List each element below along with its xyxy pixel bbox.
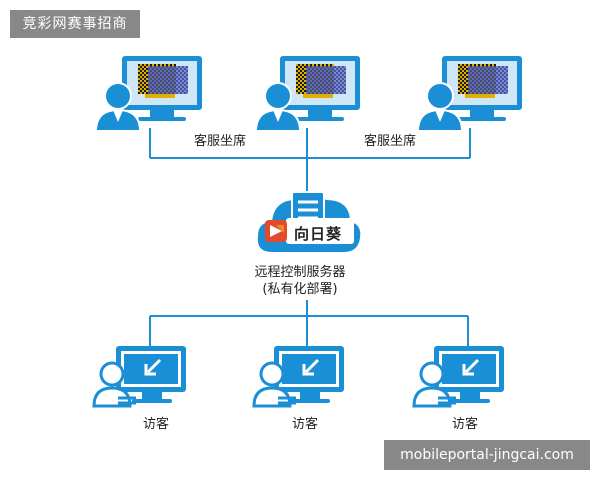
visitor-label-2: 访客 (291, 417, 318, 432)
bottom-connectors (149, 300, 469, 355)
watermark-bottom-banner: mobileportal-jingcai.com (384, 440, 590, 470)
visitor-person-3-icon (412, 361, 456, 408)
server-label-line1: 远程控制服务器 (254, 265, 346, 280)
top-connectors (149, 128, 471, 192)
watermark-top-banner: 竞彩网赛事招商 (10, 10, 140, 38)
visitor-person-1-icon (92, 361, 136, 408)
visitor-workstation-1 (92, 346, 186, 408)
agent-person-2-icon (254, 82, 302, 132)
visitor-person-2-icon (252, 361, 296, 408)
sunflower-logo-icon (265, 220, 287, 242)
agent-label-left: 客服坐席 (193, 134, 246, 149)
visitor-label-3: 访客 (451, 417, 478, 432)
agent-label-right: 客服坐席 (363, 134, 416, 149)
agent-person-1-icon (94, 82, 142, 132)
visitor-workstation-3 (412, 346, 504, 408)
server-brand-label: 向日葵 (294, 225, 343, 243)
agent-workstation-2 (254, 56, 360, 132)
agent-workstation-3 (416, 56, 522, 132)
agent-person-3-icon (416, 82, 464, 132)
server-label-line2: (私有化部署) (262, 282, 338, 297)
visitor-workstation-2 (252, 346, 344, 408)
visitor-label-1: 访客 (142, 417, 169, 432)
agent-workstation-1 (94, 56, 202, 132)
